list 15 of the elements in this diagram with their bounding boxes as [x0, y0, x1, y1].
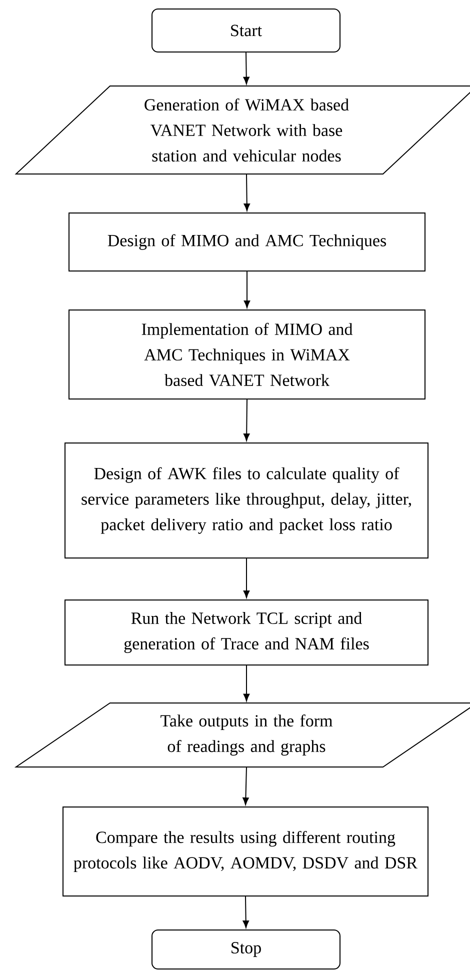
arrow	[243, 399, 250, 442]
process-box: Run the Network TCL script and generation of Trace and NAM files	[64, 600, 428, 666]
terminal-box: Start	[152, 8, 340, 53]
terminal-box: Stop	[152, 930, 340, 970]
process-box: Design of MIMO and AMC Techniques	[68, 212, 426, 272]
arrow	[244, 271, 250, 308]
arrow	[242, 766, 249, 806]
arrow	[243, 52, 250, 84]
arrow	[242, 896, 249, 928]
process-box: Compare the results using different routing protocols like AODV, AOMDV, DSDV and DSR	[62, 806, 428, 896]
arrow	[243, 665, 250, 702]
process-box: Implementation of MIMO and AMC Techniques in WiMAX based VANET Network	[68, 310, 426, 400]
arrow	[244, 174, 250, 212]
arrow	[243, 558, 250, 598]
process-box: Design of AWK files to calculate quality of service parameters like throughput, delay, jitter, packet delivery ratio and packet loss ratio	[64, 442, 428, 558]
